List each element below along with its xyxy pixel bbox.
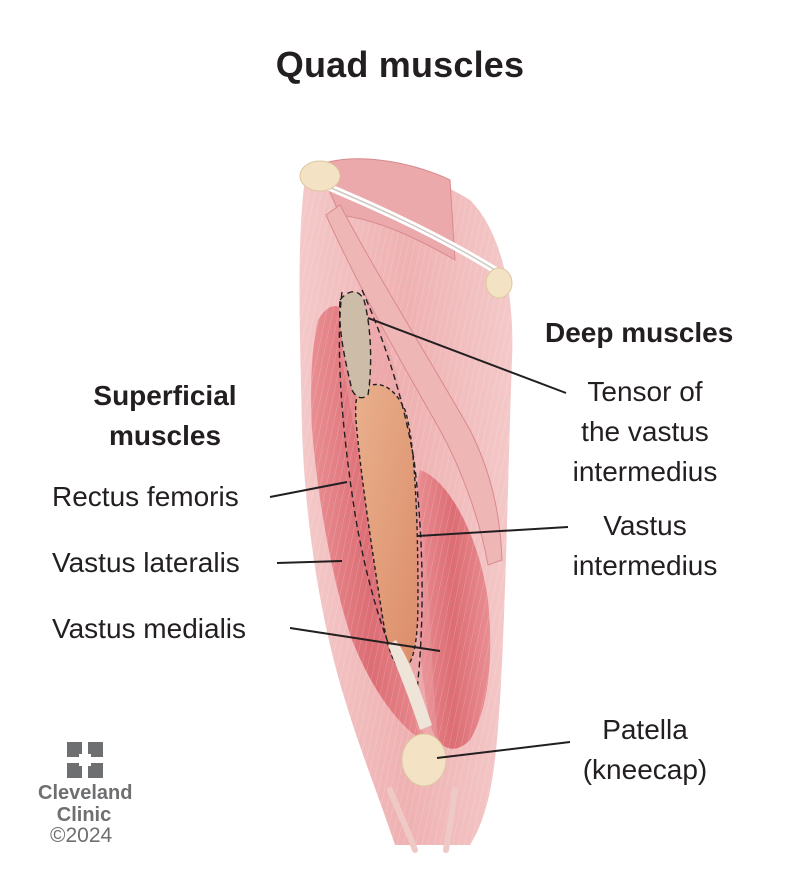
label-rectus-femoris: Rectus femoris (52, 481, 239, 512)
copyright-text: ©2024 (50, 824, 113, 847)
deep-muscles-heading: Deep muscles (545, 317, 734, 348)
label-patella: Patella (kneecap) (582, 714, 708, 785)
patella-bone (401, 733, 447, 787)
leader-patella (436, 741, 571, 759)
label-vastus-medialis: Vastus medialis (52, 613, 247, 644)
label-tensor-vastus-intermedius: Tensor of the vastus intermedius (572, 376, 718, 487)
leader-vastus-lateralis (276, 560, 343, 564)
page-title: Quad muscles (275, 44, 525, 85)
leader-tensor (367, 317, 567, 394)
knee-ligaments (387, 787, 458, 853)
quadriceps-tendon (388, 640, 432, 730)
label-vastus-lateralis: Vastus lateralis (52, 547, 240, 578)
leader-rectus-femoris (269, 481, 348, 498)
leader-vastus-medialis (289, 627, 441, 652)
sartorius-muscle (325, 204, 503, 566)
logo-wordmark: Cleveland Clinic (38, 782, 133, 826)
iliac-spine-bone (299, 160, 341, 192)
label-vastus-intermedius: Vastus intermedius (572, 510, 718, 581)
cleveland-clinic-cross-icon (67, 742, 103, 778)
pubic-tubercle-bone (485, 267, 513, 299)
leader-lines (269, 317, 571, 759)
superficial-muscles-heading: Superficial muscles (93, 380, 237, 451)
leader-vastus-intermedius (417, 526, 569, 537)
tensor-vastus-intermedius-muscle (338, 291, 372, 399)
